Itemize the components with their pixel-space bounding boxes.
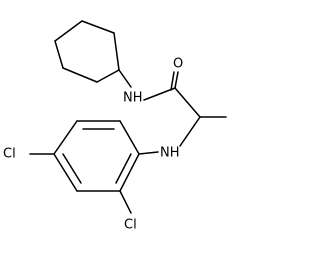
bond <box>53 120 78 155</box>
bond <box>53 153 78 192</box>
bond <box>113 32 120 71</box>
chemical-structure-diagram: O NH NH Cl Cl <box>3 20 227 233</box>
bond <box>119 120 140 155</box>
amine-nitrogen-label: NH <box>160 146 180 161</box>
bond <box>96 69 120 83</box>
bond <box>174 71 179 89</box>
bond <box>62 67 98 83</box>
chlorine-ortho-label: Cl <box>124 218 137 233</box>
bond <box>54 40 64 69</box>
bond <box>81 20 115 34</box>
carbonyl-double-bond <box>170 71 179 91</box>
bond <box>143 87 176 101</box>
bond <box>179 116 201 147</box>
dichlorophenyl-ring <box>53 120 140 192</box>
amide-nitrogen-label: NH <box>123 91 143 106</box>
aromatic-bond <box>115 153 132 184</box>
bond <box>170 71 175 91</box>
bond <box>54 20 83 42</box>
aromatic-bond <box>62 153 82 184</box>
bond <box>119 190 132 214</box>
bond <box>119 153 140 192</box>
bond <box>118 69 132 88</box>
bond <box>174 87 201 118</box>
chlorine-para-label: Cl <box>3 147 16 162</box>
cyclohexane-ring <box>54 20 120 83</box>
bond <box>138 151 159 155</box>
oxygen-label: O <box>173 57 183 72</box>
